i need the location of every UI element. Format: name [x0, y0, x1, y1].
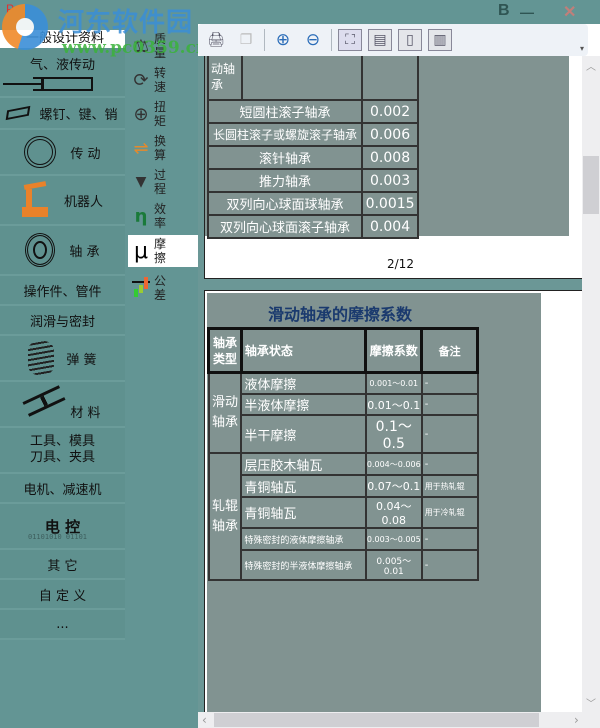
fit-page-icon[interactable]: ⛶ — [338, 29, 362, 51]
toolbar-overflow-icon[interactable]: ▾ — [579, 44, 584, 53]
tolerance-icon — [128, 277, 154, 299]
b-button[interactable]: B — [498, 2, 510, 19]
torque-icon: ⊕ — [133, 103, 149, 125]
nav-item-handles-pipes[interactable]: 操作件、管件 — [0, 276, 125, 306]
table-title: 滑动轴承的摩擦系数 — [267, 305, 412, 324]
robot-arm-icon — [21, 181, 50, 217]
key-icon — [6, 105, 31, 121]
nav-item-more[interactable]: ... — [0, 610, 125, 640]
rotation-icon: ⟳ — [133, 69, 149, 91]
vertical-scrollbar[interactable]: ︿ ﹀ — [582, 56, 600, 712]
sub-item-conversion[interactable]: ⇌ 换算 — [128, 132, 198, 164]
two-page-icon[interactable]: ▥ — [428, 29, 452, 51]
scroll-right-icon[interactable]: › — [574, 713, 579, 727]
horizontal-scrollbar[interactable]: ‹ › — [198, 712, 600, 728]
sub-item-speed[interactable]: ⟳ 转速 — [128, 64, 198, 96]
nav-item-custom[interactable]: 自 定 义 — [0, 580, 125, 610]
conversion-icon: ⇌ — [133, 137, 149, 159]
nav-item-other[interactable]: 其 它 — [0, 550, 125, 580]
bearing-icon — [25, 233, 56, 267]
page-number: 2/12 — [387, 257, 414, 271]
sub-item-torque[interactable]: ⊕ 扭矩 — [128, 98, 198, 130]
efficiency-icon: η — [134, 205, 148, 227]
nav-item-springs[interactable]: 弹 簧 — [0, 336, 125, 382]
nav-item-lubrication-sealing[interactable]: 润滑与密封 — [0, 306, 125, 336]
left-nav: 气、液传动 螺钉、键、销 传 动 机器人 轴 承 操作件、管件 润滑与密封 弹 … — [0, 48, 125, 640]
sub-item-friction[interactable]: μ 摩擦 — [128, 235, 198, 267]
title-bar: P B — ✕ — [0, 0, 600, 26]
scroll-up-icon[interactable]: ︿ — [586, 62, 596, 73]
vertical-scroll-thumb[interactable] — [583, 156, 599, 214]
balance-icon: ⚖ — [132, 35, 150, 57]
toolbar-separator — [331, 29, 332, 51]
sub-item-tolerance[interactable]: 公差 — [128, 272, 198, 304]
fit-width-icon[interactable]: ▤ — [368, 29, 392, 51]
viewer-toolbar: 🖨 ❐ ⊕ ⊖ ⛶ ▤ ▯ ▥ ▾ — [198, 24, 588, 56]
zoom-out-icon[interactable]: ⊖ — [305, 30, 321, 50]
scroll-left-icon[interactable]: ‹ — [202, 713, 207, 727]
category-tab-general[interactable]: 一般设计资料 — [0, 30, 125, 48]
nav-item-tools-dies-fixtures[interactable]: 工具、模具 刀具、夹具 — [0, 428, 125, 474]
nav-item-pneumatic-hydraulic[interactable]: 气、液传动 — [0, 48, 125, 98]
nav-item-robot[interactable]: 机器人 — [0, 176, 125, 226]
scroll-down-icon[interactable]: ﹀ — [586, 699, 596, 710]
nav-item-bearings[interactable]: 轴 承 — [0, 226, 125, 276]
sub-item-efficiency[interactable]: η 效率 — [128, 200, 198, 232]
cylinder-icon — [2, 76, 93, 91]
copy-icon[interactable]: ❐ — [239, 32, 253, 48]
nav-item-screws-keys-pins[interactable]: 螺钉、键、销 — [0, 98, 125, 130]
print-icon[interactable]: 🖨 — [207, 32, 225, 48]
gear-icon — [24, 136, 57, 168]
sub-item-mass[interactable]: ⚖ 质量 — [128, 30, 198, 62]
page-3: 滑动轴承的摩擦系数 轴承类型 轴承状态 摩擦系数 备注 滑动轴承 液体摩擦 0.… — [204, 290, 582, 712]
sliding-bearing-friction-table: 轴承类型 轴承状态 摩擦系数 备注 滑动轴承 液体摩擦 0.001～0.01 -… — [207, 327, 479, 581]
nav-item-transmission[interactable]: 传 动 — [0, 130, 125, 176]
single-page-icon[interactable]: ▯ — [398, 29, 422, 51]
nav-item-motors-reducers[interactable]: 电机、减速机 — [0, 474, 125, 504]
friction-icon: μ — [134, 238, 148, 264]
nav-item-materials[interactable]: 材 料 — [0, 382, 125, 428]
process-icon: ▼ — [135, 174, 147, 190]
nav-item-electric-control[interactable]: 01101010 01101 110 010 11011010 01101 电 … — [0, 504, 125, 601]
horizontal-scroll-thumb[interactable] — [214, 713, 539, 727]
minimize-button[interactable]: — — [520, 4, 534, 20]
app-icon: P — [6, 2, 15, 16]
zoom-in-icon[interactable]: ⊕ — [275, 30, 291, 50]
i-beam-icon — [22, 385, 66, 417]
close-button[interactable]: ✕ — [563, 4, 577, 21]
sub-item-process[interactable]: ▼ 过程 — [128, 166, 198, 198]
spring-icon — [28, 341, 55, 375]
toolbar-separator — [264, 29, 265, 51]
